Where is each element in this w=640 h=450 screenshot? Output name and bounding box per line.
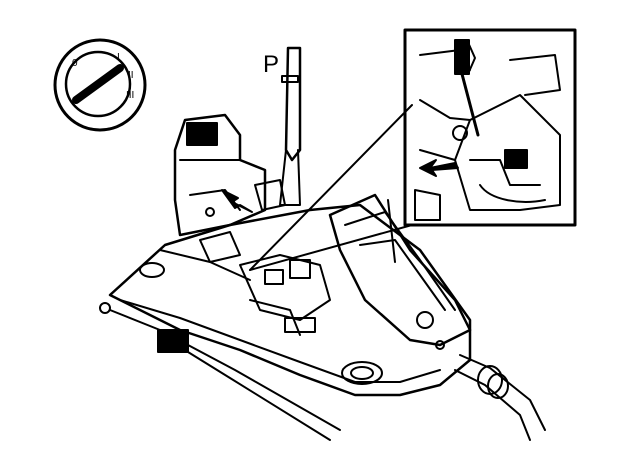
svg-text:III: III [126, 90, 134, 101]
shifter-base [108, 203, 472, 397]
shift-mechanism [199, 179, 331, 336]
rear-housing [173, 113, 267, 237]
release-arrow-icon [221, 189, 253, 213]
svg-text:0: 0 [72, 58, 78, 69]
screwdriver-icon [454, 39, 480, 137]
gate-housing [328, 193, 472, 350]
shifter-position-label: P [263, 51, 279, 78]
svg-text:I: I [117, 52, 120, 63]
svg-text:II: II [128, 70, 134, 81]
cable-boot [454, 354, 546, 441]
detail-leader-lines [249, 104, 413, 271]
ignition-key-callout: 0 I II III [53, 38, 147, 132]
shift-cable [99, 302, 341, 441]
ignition-key-icon [72, 64, 124, 104]
release-detail-inset [403, 28, 577, 227]
detail-arrow-icon [419, 159, 459, 177]
shift-lever [279, 46, 302, 206]
